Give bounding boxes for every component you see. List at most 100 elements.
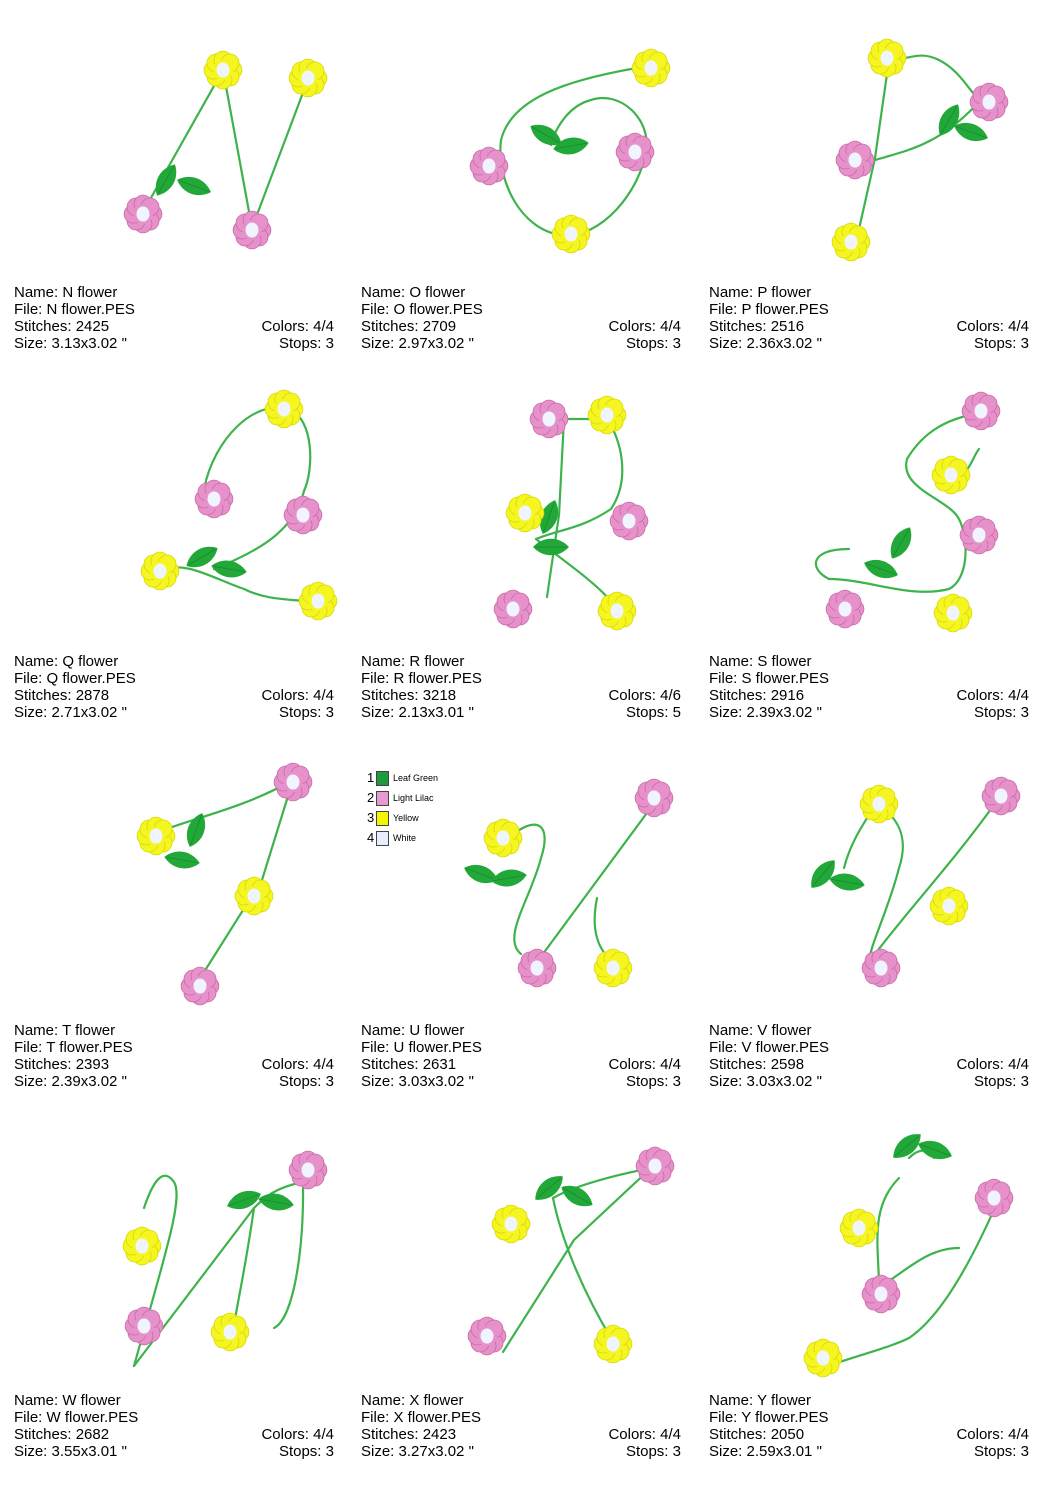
pink-flower-icon (469, 146, 509, 186)
design-name: Name: S flower (709, 653, 812, 670)
embroidery-letter-artwork (493, 395, 649, 631)
design-stitches: Stitches: 2516 (709, 318, 805, 335)
design-size: Size: 2.59x3.01 " (709, 1443, 822, 1460)
embroidery-letter-artwork (123, 50, 328, 250)
stem-line (250, 88, 306, 230)
design-file: File: T flower.PES (14, 1039, 133, 1056)
leaf-icon (890, 527, 912, 559)
yellow-flower-icon (551, 214, 591, 254)
embroidery-letter-artwork (469, 48, 671, 254)
pink-flower-icon (493, 589, 533, 629)
embroidery-letter-artwork (803, 1134, 1014, 1378)
yellow-flower-icon (298, 581, 338, 621)
stem-line (232, 1206, 256, 1330)
leaf-icon (893, 1134, 921, 1158)
pink-flower-icon (635, 1146, 675, 1186)
leaf-icon (829, 873, 865, 891)
stem-line (162, 778, 295, 832)
pink-flower-icon (959, 515, 999, 555)
stem-line (272, 1180, 305, 1330)
design-stitches: Stitches: 2423 (361, 1426, 457, 1443)
pink-flower-icon (609, 501, 649, 541)
yellow-flower-icon (859, 784, 899, 824)
design-stops: Stops: 3 (278, 335, 334, 352)
pink-flower-icon (529, 399, 569, 439)
pink-flower-icon (861, 948, 901, 988)
yellow-flower-icon (593, 948, 633, 988)
yellow-flower-icon (203, 50, 243, 90)
design-stitches: Stitches: 3218 (361, 687, 457, 704)
yellow-flower-icon (491, 1204, 531, 1244)
leaf-icon (177, 176, 211, 196)
yellow-flower-icon (587, 395, 627, 435)
design-colors: Colors: 4/4 (608, 318, 681, 335)
stem-line (499, 64, 651, 237)
leaf-icon (155, 164, 177, 196)
design-size: Size: 3.03x3.02 " (361, 1073, 474, 1090)
design-colors: Colors: 4/4 (261, 318, 334, 335)
design-colors: Colors: 4/4 (261, 1056, 334, 1073)
design-stops: Stops: 3 (278, 704, 334, 721)
design-file: File: X flower.PES (361, 1409, 482, 1426)
design-stops: Stops: 3 (973, 335, 1029, 352)
design-name: Name: X flower (361, 1392, 464, 1409)
stem-line (158, 566, 306, 603)
pink-flower-icon (467, 1316, 507, 1356)
leaf-icon (491, 869, 527, 887)
embroidery-letter-artwork (814, 391, 1001, 633)
pink-flower-icon (180, 966, 220, 1006)
design-size: Size: 3.13x3.02 " (14, 335, 127, 352)
yellow-flower-icon (867, 38, 907, 78)
stem-line (535, 800, 657, 964)
pink-flower-icon (124, 1306, 164, 1346)
color-swatch-icon (376, 830, 389, 846)
design-file: File: W flower.PES (14, 1409, 139, 1426)
yellow-flower-icon (136, 816, 176, 856)
yellow-flower-icon (593, 1324, 633, 1364)
yellow-flower-icon (288, 58, 328, 98)
legend-number: 1 (367, 770, 375, 785)
embroidery-letter-artwork (464, 778, 674, 988)
design-file: File: Y flower.PES (709, 1409, 829, 1426)
yellow-flower-icon (831, 222, 871, 262)
design-name: Name: Q flower (14, 653, 119, 670)
design-name: Name: N flower (14, 284, 118, 301)
design-name: Name: R flower (361, 653, 465, 670)
design-colors: Colors: 4/4 (956, 687, 1029, 704)
legend-number: 4 (367, 830, 375, 845)
yellow-flower-icon (122, 1226, 162, 1266)
design-stitches: Stitches: 2709 (361, 318, 457, 335)
pink-flower-icon (288, 1150, 328, 1190)
leaf-icon (864, 559, 898, 579)
stem-line (867, 796, 1001, 964)
leaf-icon (938, 104, 960, 136)
pink-flower-icon (835, 140, 875, 180)
design-size: Size: 3.03x3.02 " (709, 1073, 822, 1090)
pink-flower-icon (969, 82, 1009, 122)
stem-line (820, 1196, 1001, 1370)
color-swatch-icon (376, 790, 389, 806)
leaf-icon (164, 851, 200, 869)
design-colors: Colors: 4/6 (608, 687, 681, 704)
design-size: Size: 2.39x3.02 " (14, 1073, 127, 1090)
